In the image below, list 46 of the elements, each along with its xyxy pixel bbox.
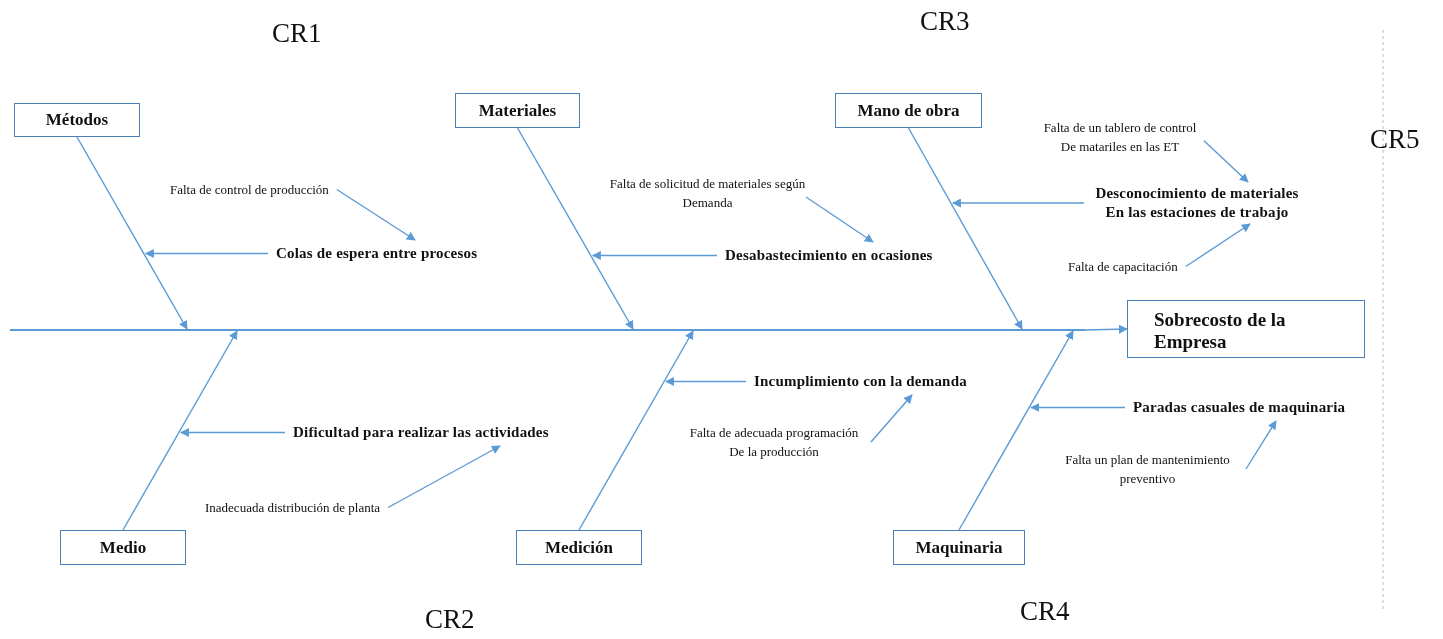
arrow [179,428,286,437]
cause-text: Colas de espera entre procesos [276,244,478,263]
arrow [76,136,188,330]
arrow [1245,420,1277,470]
sub-cause-text: Falta un plan de mantenimiento preventivo [1055,450,1240,488]
region-label: CR4 [1020,596,1070,627]
arrow [516,127,634,330]
arrow [870,394,913,443]
cause-text: Paradas casuales de maquinaria [1133,398,1346,417]
category-box: Materiales [455,93,580,128]
cause-text: Desabastecimiento en ocasiones [725,246,933,265]
arrow [805,196,874,243]
sub-cause-text: Inadecuada distribución de planta [205,498,381,517]
region-label: CR2 [425,604,475,635]
arrow [1084,324,1128,334]
arrow [591,251,718,260]
arrow [907,127,1023,330]
arrow [951,198,1085,208]
category-box: Mano de obra [835,93,982,128]
arrow [578,330,694,531]
sub-cause-text: Falta de solicitud de materiales según Demanda [605,174,810,212]
category-box: Métodos [14,103,140,137]
arrow [1030,403,1126,412]
arrow [122,330,238,531]
region-label: CR5 [1370,124,1420,155]
cause-text: Dificultad para realizar las actividades [293,423,549,442]
arrow [387,445,501,509]
sub-cause-text: Falta de capacitación [1068,257,1178,276]
category-box: Maquinaria [893,530,1025,565]
region-label: CR3 [920,6,970,37]
arrow [336,188,416,241]
category-box: Medición [516,530,642,565]
sub-cause-text: Falta de adecuada programación De la producción [685,423,863,461]
arrow [958,330,1074,531]
spine-line [10,329,1085,331]
sub-cause-text: Falta de un tablero de control De matariles en las ET [1040,118,1200,156]
category-box: Medio [60,530,186,565]
sub-cause-text: Falta de control de producción [170,180,329,199]
region-label: CR1 [272,18,322,49]
cause-text: Incumplimiento con la demanda [754,372,967,391]
arrow [665,377,747,386]
arrow [1203,140,1249,183]
arrow [144,249,269,258]
cause-text: Desconocimiento de materiales En las estaciones de trabajo [1090,184,1304,222]
effect-box: Sobrecosto de la Empresa [1127,300,1365,358]
arrow [1185,223,1251,268]
